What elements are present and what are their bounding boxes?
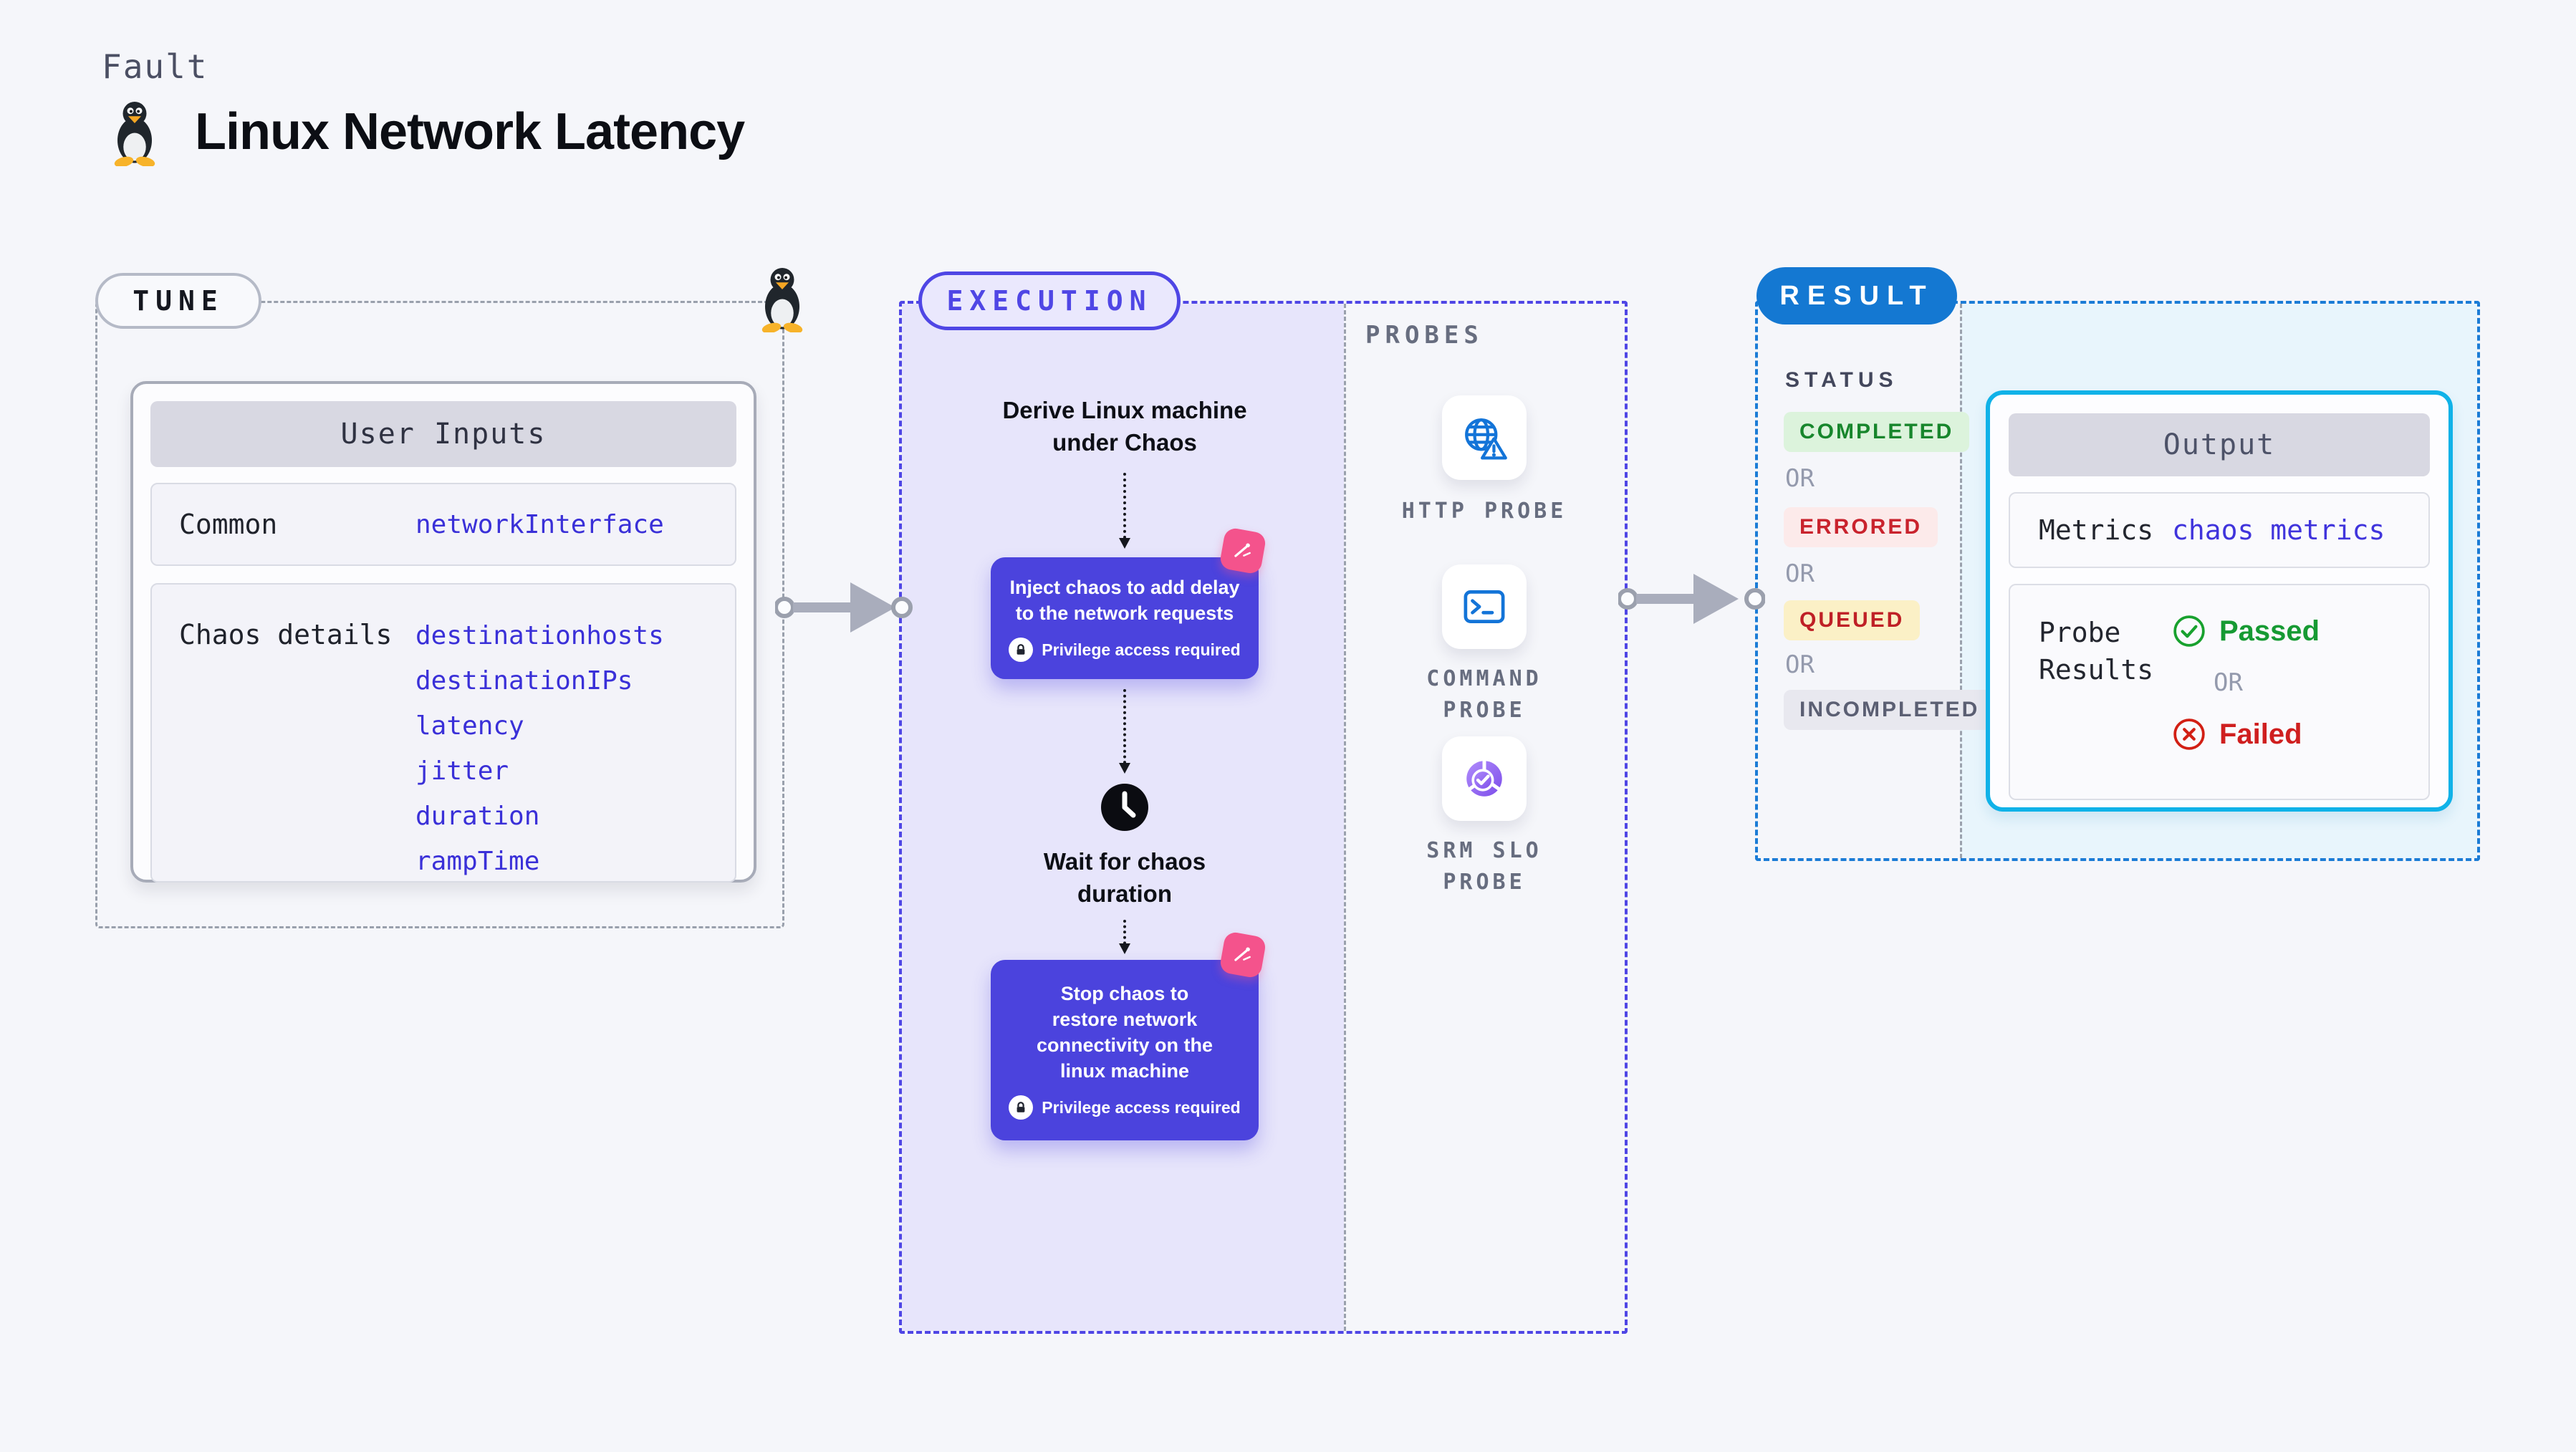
- or-separator: OR: [1785, 650, 1815, 679]
- passed-label: Passed: [2219, 615, 2320, 647]
- chaos-fault-corner-icon: [1219, 527, 1267, 575]
- inject-chaos-text: Inject chaos to add delay to the network…: [1009, 577, 1240, 624]
- slo-donut-icon: [1466, 759, 1502, 797]
- derive-step-text: Derive Linux machine under Chaos: [1002, 397, 1247, 456]
- or-separator: OR: [2214, 668, 2243, 697]
- failed-cross-icon: [2173, 718, 2205, 750]
- command-probe-card: [1442, 564, 1527, 649]
- connector-arrow-down: [1119, 920, 1130, 954]
- status-badge-queued: QUEUED: [1784, 600, 1921, 640]
- input-value: networkInterface: [415, 509, 664, 539]
- globe-alert-icon: [1465, 418, 1507, 460]
- passed-check-icon: [2173, 615, 2205, 647]
- http-probe-label: HTTP PROBE: [1401, 499, 1567, 524]
- execution-probes-divider: [1344, 304, 1346, 1331]
- stop-chaos-text: Stop chaos to restore network connectivi…: [1036, 983, 1213, 1082]
- title-row: Linux Network Latency: [100, 97, 745, 166]
- failed-label: Failed: [2219, 718, 2302, 750]
- input-value: duration: [415, 802, 540, 831]
- status-heading: STATUS: [1785, 368, 1898, 392]
- probe-results-label: Probe Results: [2039, 617, 2154, 686]
- chaos-fault-corner-icon: [1219, 931, 1267, 979]
- or-separator: OR: [1785, 559, 1815, 588]
- input-value: destinationIPs: [415, 666, 633, 696]
- tune-to-execution-arrow: [775, 575, 913, 640]
- http-probe-card: [1442, 395, 1527, 480]
- probes-label: PROBES: [1365, 321, 1484, 350]
- output-card: Output Metrics chaos metrics Probe Resul…: [1986, 390, 2453, 812]
- user-inputs-header: User Inputs: [150, 401, 736, 467]
- status-badge-incompleted: INCOMPLETED: [1784, 690, 1996, 730]
- srm-slo-probe-card: [1442, 736, 1527, 821]
- terminal-icon: [1464, 590, 1505, 623]
- linux-penguin-icon-small: [761, 268, 804, 332]
- lock-icon: [1009, 638, 1034, 662]
- command-probe-label: COMMAND PROBE: [1426, 666, 1542, 723]
- result-status-divider: [1960, 304, 1962, 858]
- input-row-chaos-details: Chaos details destinationhosts destinati…: [150, 583, 736, 883]
- input-value: destinationhosts: [415, 621, 664, 650]
- result-badge: RESULT: [1756, 267, 1957, 324]
- linux-penguin-icon: [113, 102, 156, 166]
- execution-badge: EXECUTION: [918, 271, 1181, 330]
- status-badge-completed: COMPLETED: [1784, 412, 1970, 452]
- metrics-value: chaos metrics: [2172, 514, 2385, 546]
- stop-chaos-node: Stop chaos to restore network connectivi…: [991, 960, 1259, 1140]
- failed-line: Failed: [2172, 717, 2320, 751]
- tune-badge: TUNE: [95, 273, 261, 329]
- privilege-row: Privilege access required: [1009, 638, 1241, 662]
- connector-arrow-down: [1119, 689, 1130, 774]
- metrics-label: Metrics: [2039, 514, 2154, 546]
- privilege-row: Privilege access required: [1009, 1095, 1241, 1120]
- wait-step-text: Wait for chaos duration: [1043, 848, 1206, 907]
- input-row-label: Chaos details: [179, 619, 393, 650]
- probe-results-row: Probe Results Passed OR Faile: [2009, 584, 2430, 800]
- status-badge-errored: ERRORED: [1784, 507, 1938, 547]
- input-value: rampTime: [415, 847, 540, 876]
- input-row-label: Common: [179, 509, 278, 540]
- input-value: jitter: [415, 756, 509, 786]
- user-inputs-card: User Inputs Common networkInterface Chao…: [130, 381, 756, 883]
- fault-kicker: Fault: [102, 47, 208, 86]
- metrics-row: Metrics chaos metrics: [2009, 492, 2430, 568]
- privilege-label: Privilege access required: [1042, 1097, 1241, 1117]
- passed-line: Passed: [2172, 614, 2320, 648]
- privilege-label: Privilege access required: [1042, 640, 1241, 659]
- wait-clock-icon: [1101, 784, 1148, 835]
- lock-icon: [1009, 1095, 1034, 1120]
- verdict-column: Passed OR Failed: [2172, 614, 2320, 799]
- page-title: Linux Network Latency: [195, 103, 745, 160]
- inject-chaos-node: Inject chaos to add delay to the network…: [991, 557, 1259, 679]
- output-header: Output: [2009, 413, 2430, 476]
- or-separator: OR: [1785, 464, 1815, 493]
- input-row-common: Common networkInterface: [150, 483, 736, 566]
- connector-arrow-down: [1119, 473, 1130, 549]
- execution-to-result-arrow: [1618, 567, 1765, 631]
- srm-slo-probe-label: SRM SLO PROBE: [1426, 838, 1542, 895]
- input-value: latency: [415, 711, 524, 741]
- input-value-list: destinationhosts destinationIPs latency …: [415, 613, 664, 881]
